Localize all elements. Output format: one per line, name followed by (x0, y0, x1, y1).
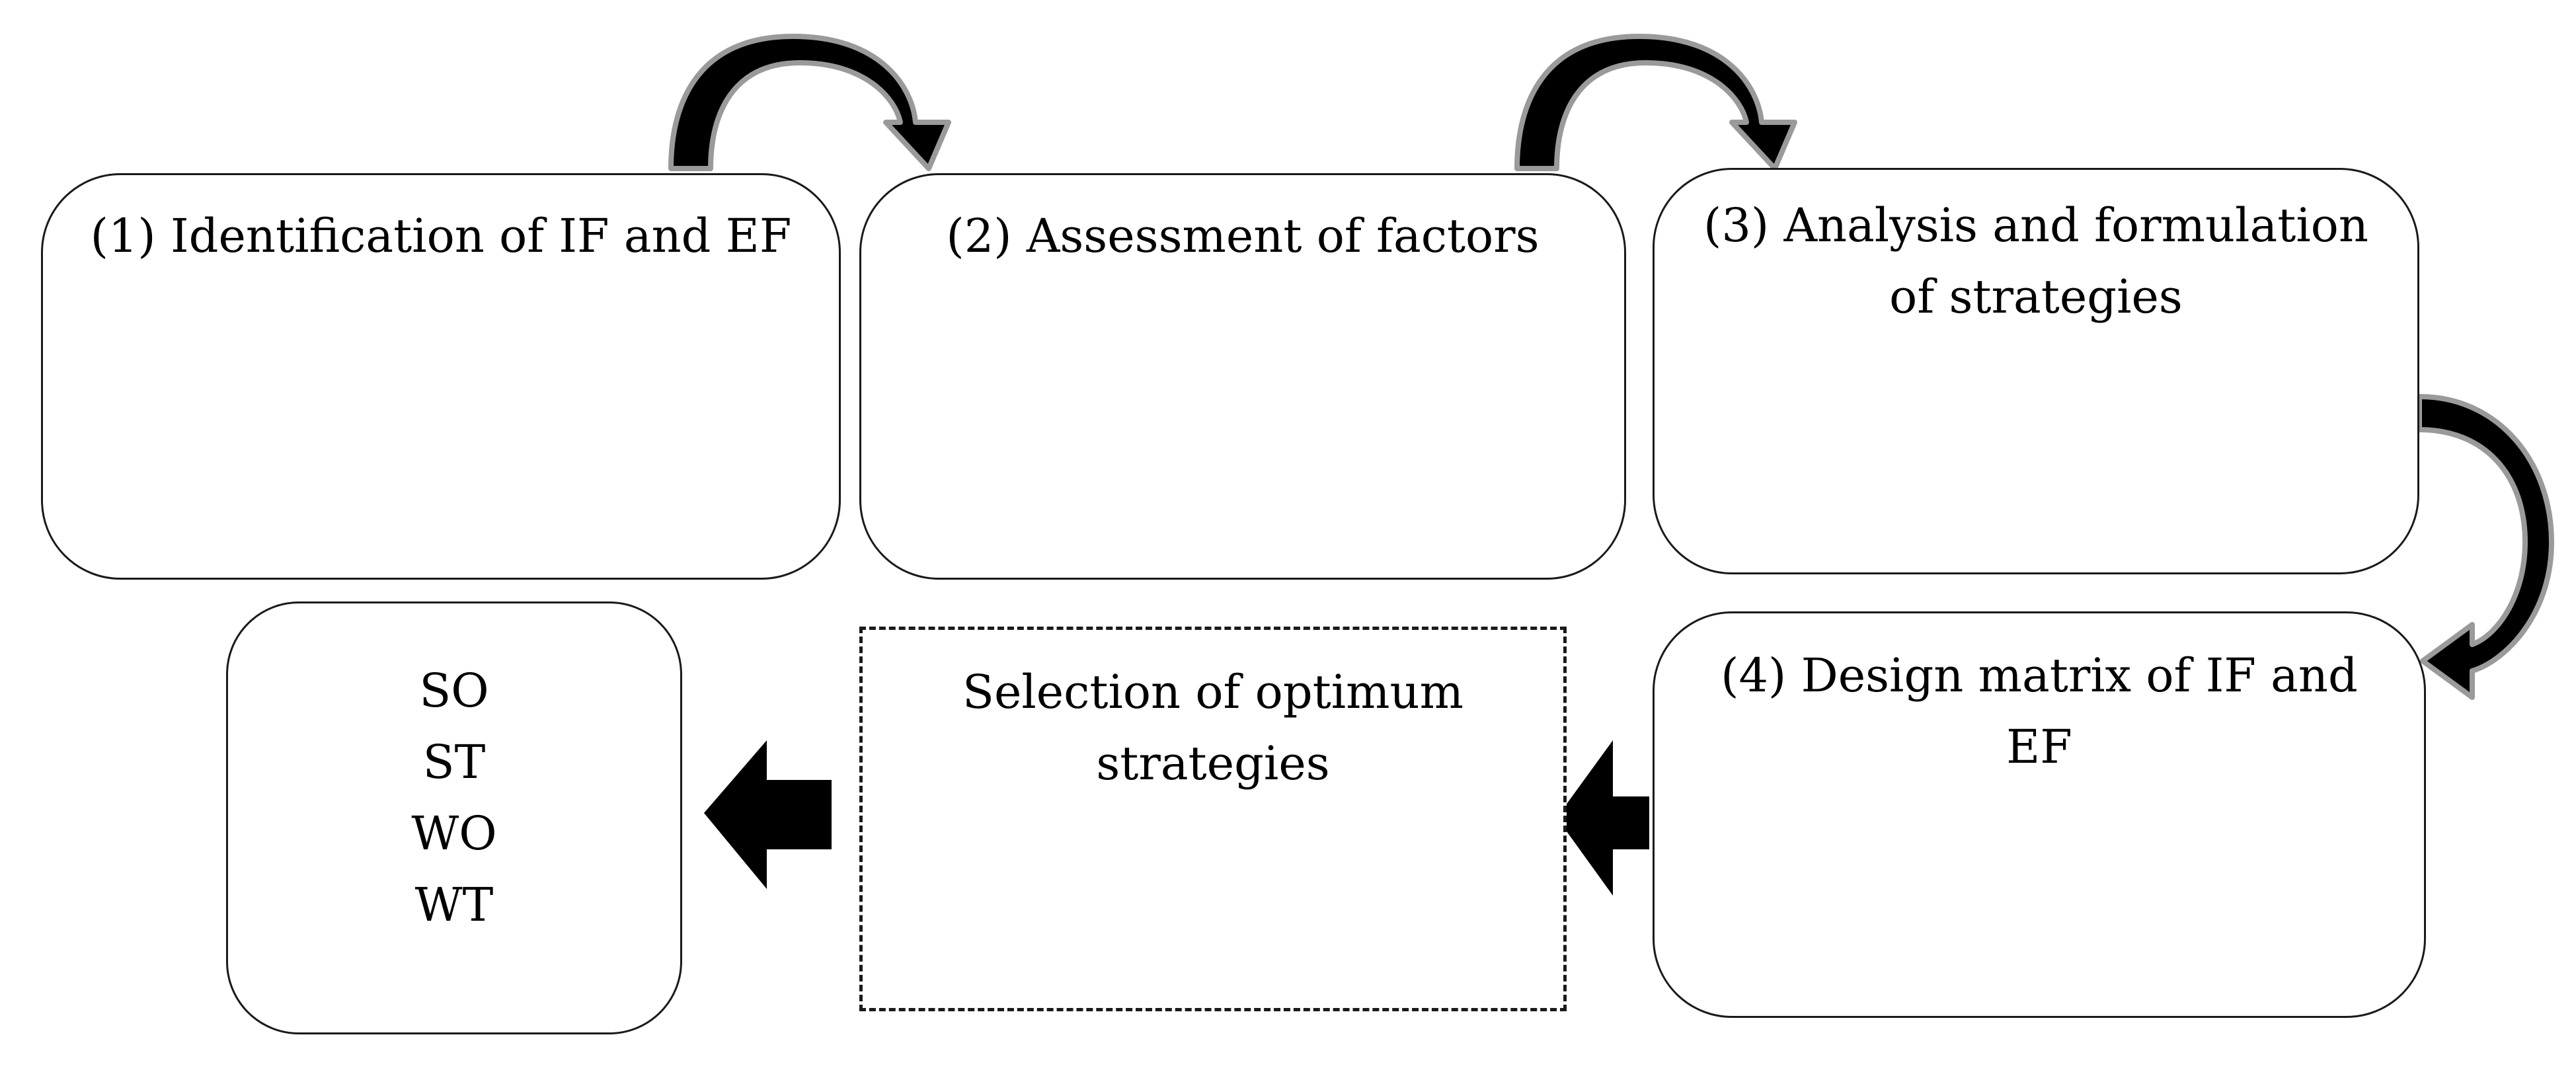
curved-arrow-step1-to-step2 (668, 34, 951, 171)
selection-box: Selection of optimum strategies (859, 627, 1567, 1011)
step4-text: (4) Design matrix of IF and EF (1655, 613, 2424, 783)
block-arrow-step4-to-selection (1557, 740, 1649, 896)
step1-text: (1) Identification of IF and EF (43, 175, 839, 272)
step3-analysis-box: (3) Analysis and formulation of strategi… (1653, 168, 2419, 574)
step1-line-1: (1) Identification of IF and EF (90, 209, 792, 263)
step4-design-matrix-box: (4) Design matrix of IF and EF (1653, 611, 2426, 1018)
strategy-st: ST (422, 735, 486, 789)
strategies-box: SO ST WO WT (226, 601, 682, 1034)
strategy-so: SO (419, 664, 489, 718)
step3-line-2: of strategies (1889, 270, 2183, 324)
strategy-wt: WT (414, 878, 494, 932)
selection-line-1: Selection of optimum (962, 665, 1464, 719)
step2-line-1: (2) Assessment of factors (946, 209, 1540, 263)
step2-text: (2) Assessment of factors (861, 175, 1624, 272)
step4-line-1: (4) Design matrix of IF and (1721, 648, 2358, 703)
strategy-wo: WO (411, 806, 497, 861)
curved-arrow-step3-to-step4 (2417, 394, 2554, 700)
step1-identification-box: (1) Identification of IF and EF (41, 173, 841, 580)
block-arrow-selection-to-strategies (704, 740, 832, 889)
selection-line-2: strategies (1096, 736, 1330, 791)
selection-text: Selection of optimum strategies (863, 630, 1563, 799)
strategies-list: SO ST WO WT (228, 603, 680, 941)
curved-arrow-step2-to-step3 (1514, 34, 1797, 171)
step3-line-1: (3) Analysis and formulation (1703, 198, 2368, 252)
step4-line-2: EF (2006, 720, 2072, 774)
step3-text: (3) Analysis and formulation of strategi… (1655, 170, 2417, 332)
step2-assessment-box: (2) Assessment of factors (859, 173, 1626, 580)
